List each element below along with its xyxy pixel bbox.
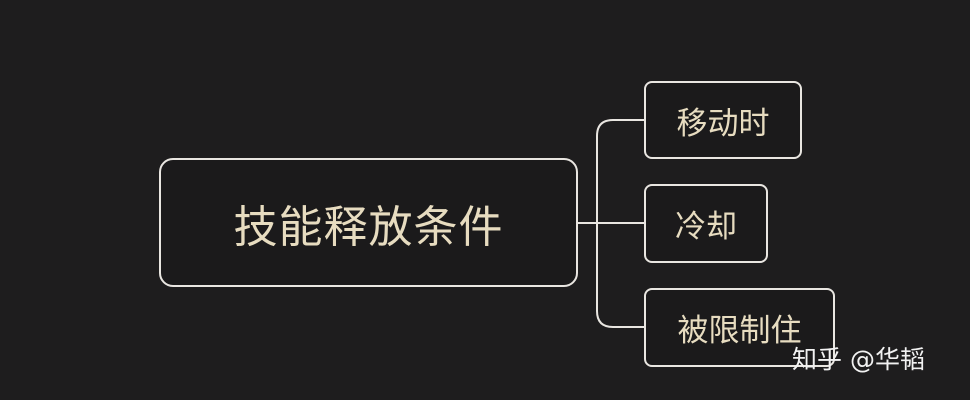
child-node-restricted: 被限制住 bbox=[644, 288, 835, 367]
child-node-cooldown: 冷却 bbox=[644, 184, 768, 263]
child-node-label: 冷却 bbox=[675, 209, 737, 245]
root-node-label: 技能释放条件 bbox=[233, 201, 504, 253]
connector-branch-1 bbox=[596, 119, 645, 224]
child-node-label: 移动时 bbox=[676, 105, 770, 142]
watermark: 知乎 @华韬 bbox=[792, 345, 925, 374]
child-node-label: 被限制住 bbox=[677, 313, 802, 349]
child-node-moving: 移动时 bbox=[644, 81, 802, 159]
connector-branch-3 bbox=[596, 222, 645, 328]
root-node: 技能释放条件 bbox=[159, 158, 578, 287]
